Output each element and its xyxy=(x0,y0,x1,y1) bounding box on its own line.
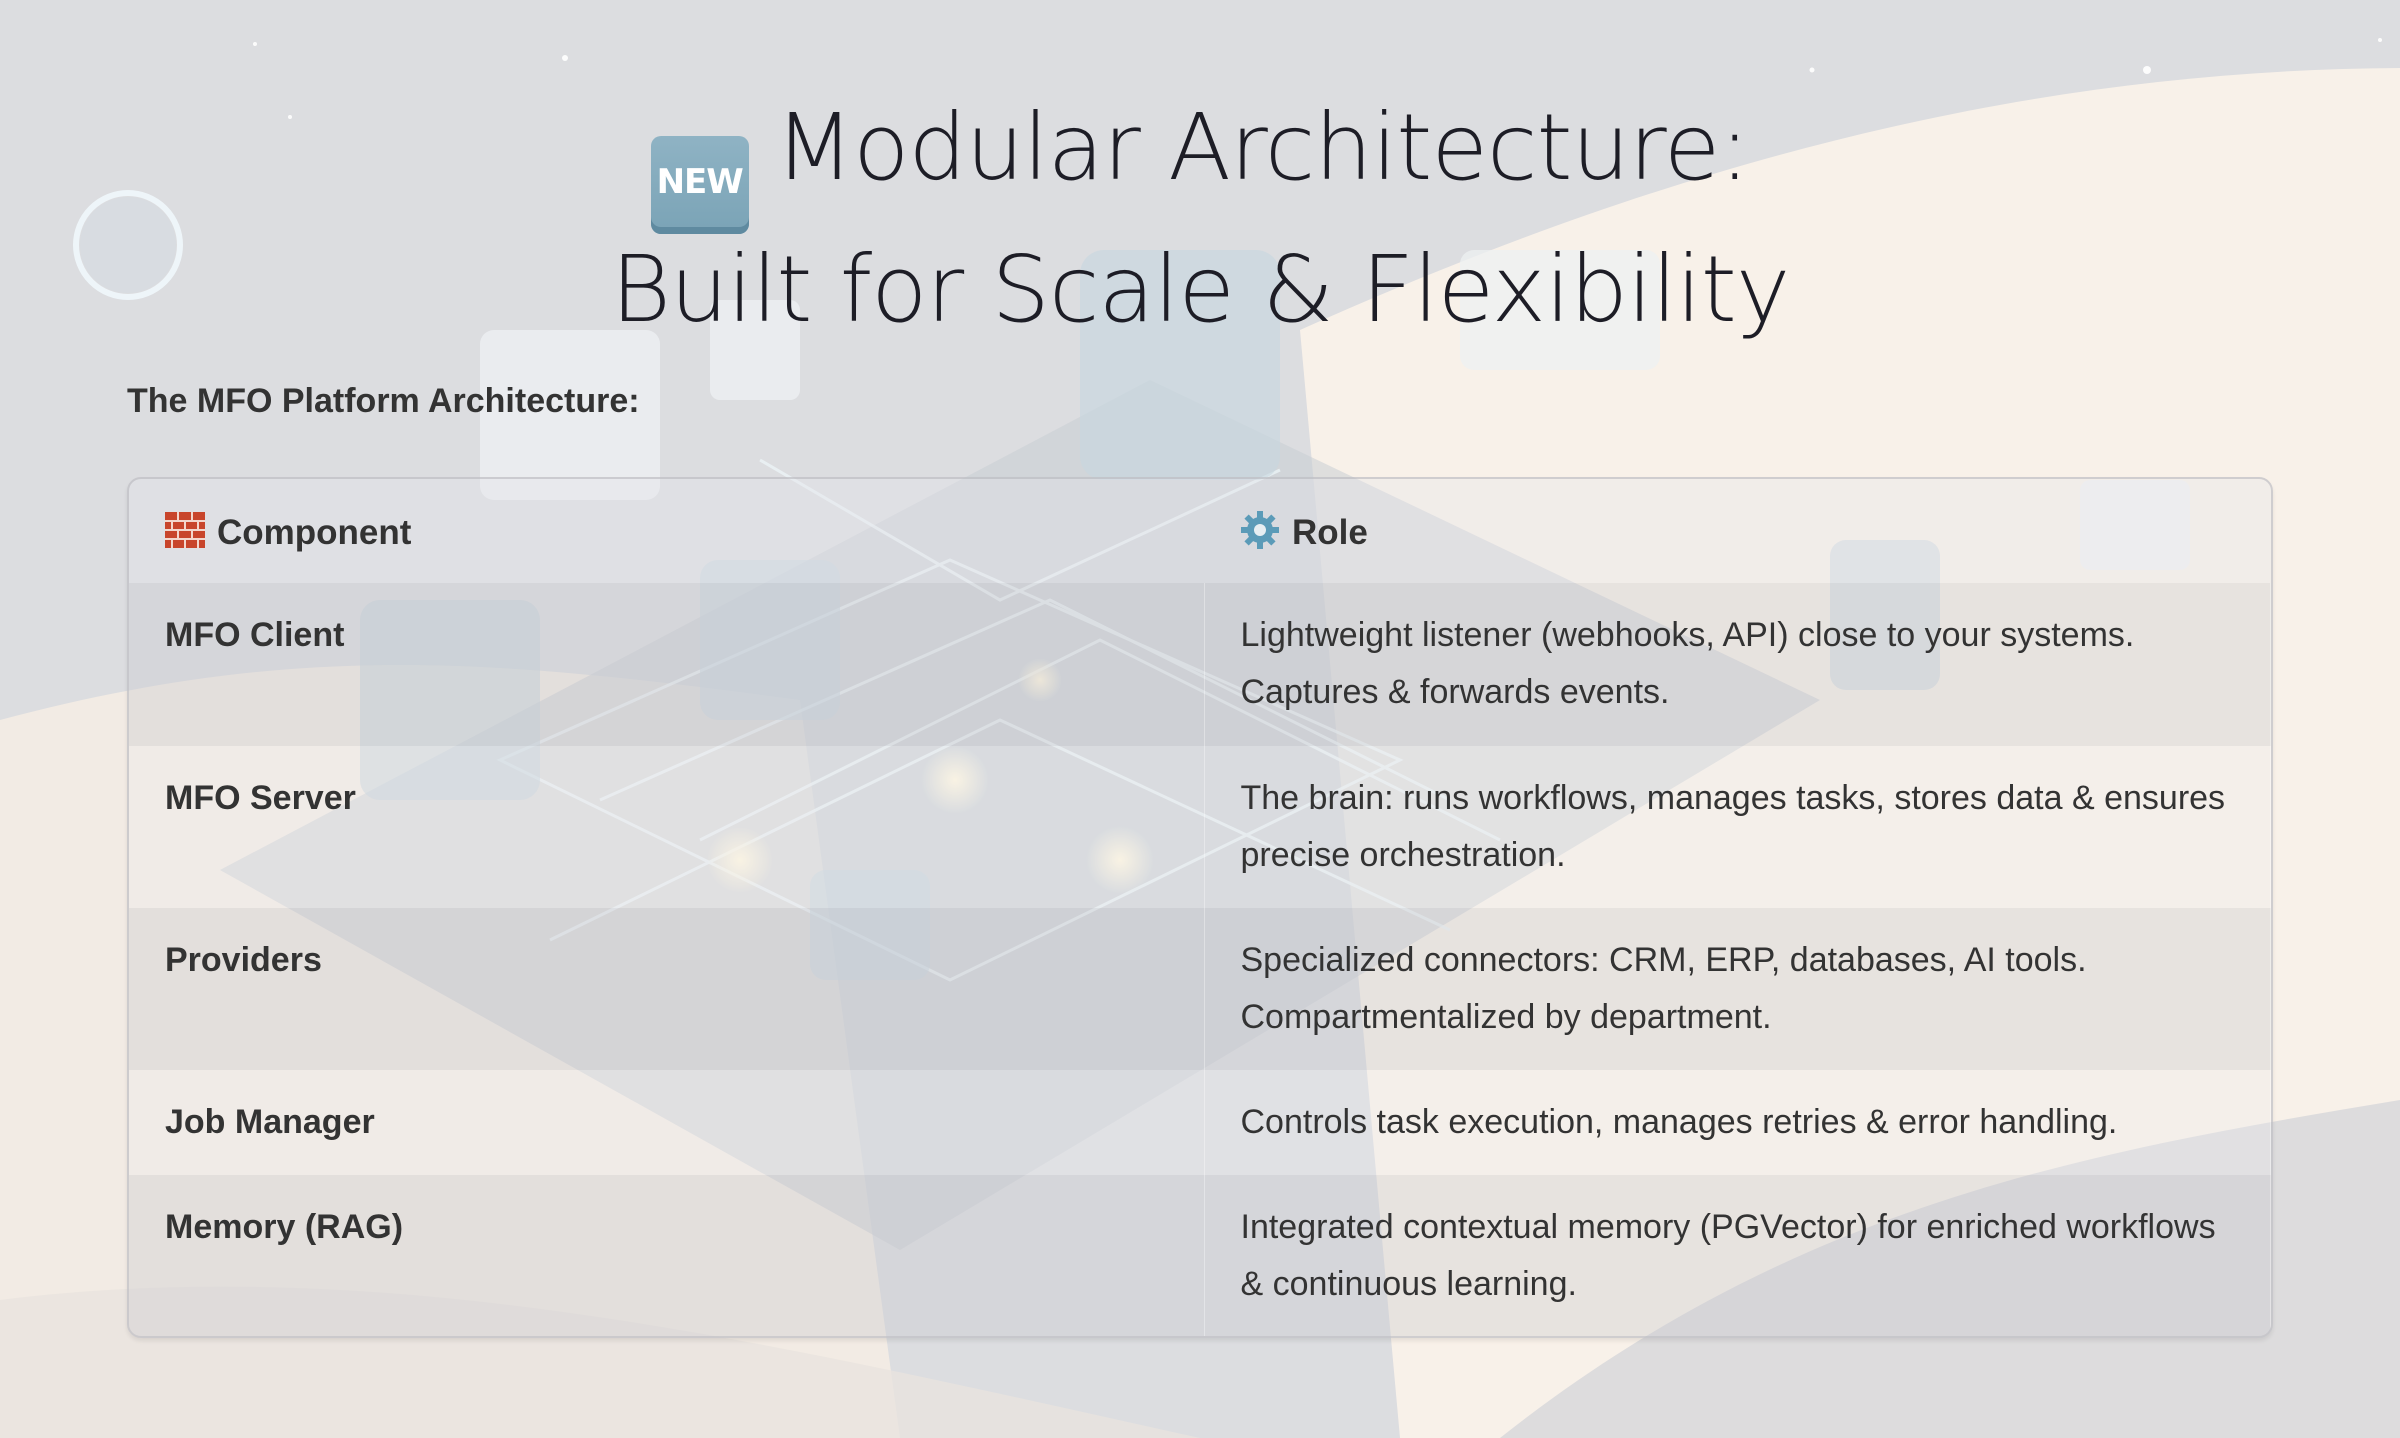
section-subtitle: The MFO Platform Architecture: xyxy=(127,382,640,420)
gear-icon xyxy=(1241,510,1279,549)
role-cell: Integrated contextual memory (PGVector) … xyxy=(1204,1175,2271,1336)
table-row: Memory (RAG) Integrated contextual memor… xyxy=(129,1175,2271,1336)
component-cell: Providers xyxy=(129,908,1205,1070)
component-cell: MFO Server xyxy=(129,746,1205,908)
column-header-role: Role xyxy=(1204,479,2271,583)
role-cell: Lightweight listener (webhooks, API) clo… xyxy=(1204,583,2271,746)
role-cell: Controls task execution, manages retries… xyxy=(1204,1070,2271,1175)
title-line-2: Built for Scale & Flexibility xyxy=(610,236,1791,343)
architecture-table: Component Role xyxy=(127,477,2273,1338)
new-badge-icon: NEW xyxy=(650,136,749,234)
column-header-component-label: Component xyxy=(217,512,412,552)
title-line-1-text: Modular Architecture: xyxy=(774,94,1751,201)
page-title: NEW Modular Architecture: Built for Scale… xyxy=(0,92,2400,346)
table-row: MFO Client Lightweight listener (webhook… xyxy=(129,583,2271,746)
table-header-row: Component Role xyxy=(129,479,2271,583)
table-row: Job Manager Controls task execution, man… xyxy=(129,1070,2271,1175)
brick-icon xyxy=(165,511,205,548)
column-header-role-label: Role xyxy=(1292,512,1368,552)
title-line-1: NEW Modular Architecture: xyxy=(0,92,2400,234)
component-cell: Memory (RAG) xyxy=(129,1175,1205,1336)
table-row: MFO Server The brain: runs workflows, ma… xyxy=(129,746,2271,908)
role-cell: The brain: runs workflows, manages tasks… xyxy=(1204,746,2271,908)
role-cell: Specialized connectors: CRM, ERP, databa… xyxy=(1204,908,2271,1070)
table-row: Providers Specialized connectors: CRM, E… xyxy=(129,908,2271,1070)
column-header-component: Component xyxy=(129,479,1204,583)
component-cell: MFO Client xyxy=(129,583,1205,746)
component-cell: Job Manager xyxy=(129,1070,1205,1175)
